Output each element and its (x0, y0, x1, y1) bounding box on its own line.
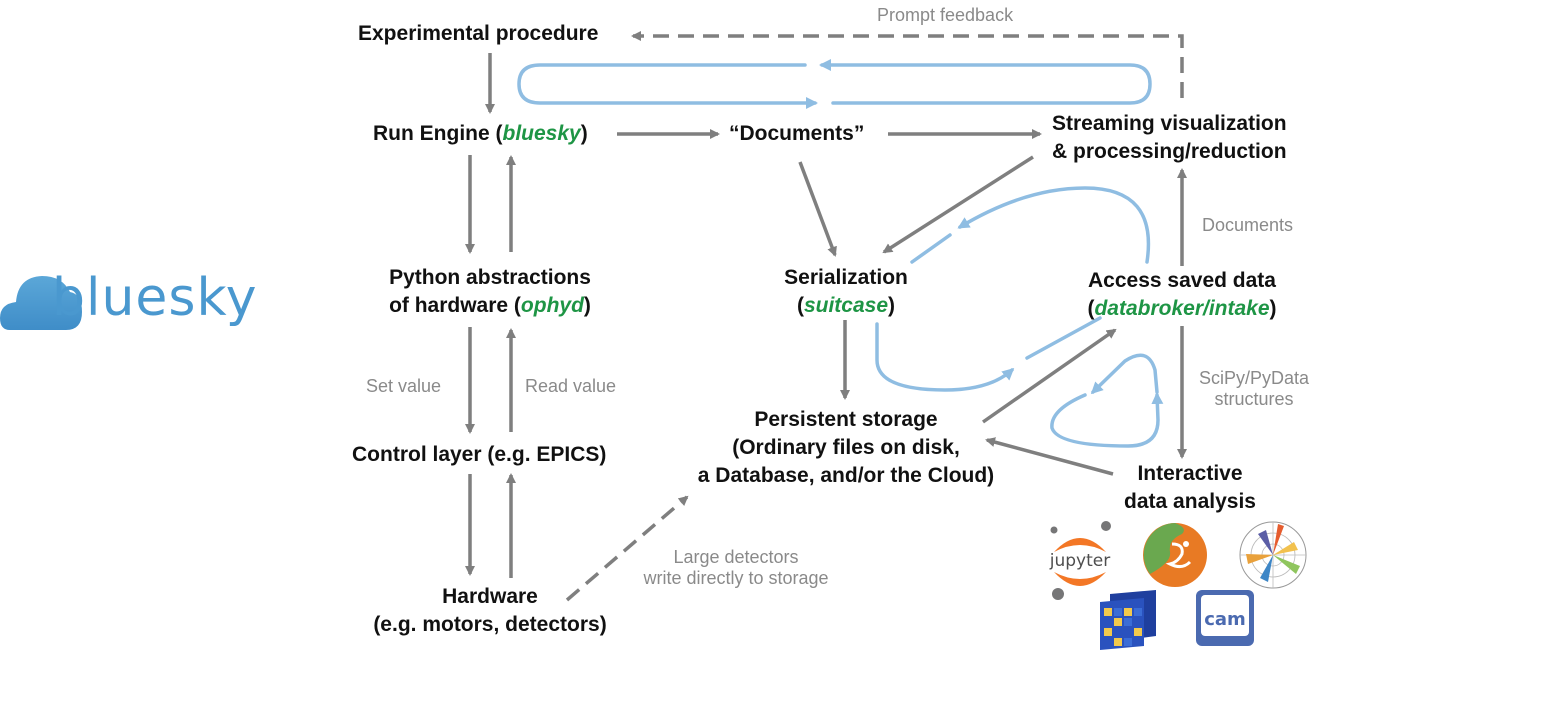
hardware-line1: Hardware (442, 585, 538, 608)
access-saved-suffix: ) (1269, 297, 1277, 320)
run-engine-suffix: ) (580, 122, 588, 145)
loop-top-upper (517, 63, 818, 109)
arrow-large-detectors (565, 495, 689, 602)
loop-access-to-serialization (957, 186, 1151, 264)
bluesky-logo-text: bluesky (52, 268, 258, 328)
package-ophyd: ophyd (520, 294, 584, 317)
node-interactive-analysis: Interactive data analysis (1110, 460, 1270, 516)
python-abstractions-prefix: of hardware ( (389, 294, 521, 317)
node-documents: “Documents” (729, 122, 865, 145)
node-experimental-procedure: Experimental procedure (358, 22, 599, 45)
svg-text:jupyter: jupyter (1049, 551, 1110, 571)
scikit-image-icon (1143, 523, 1207, 587)
arrow-interactive-to-storage (985, 437, 1114, 476)
access-saved-prefix: ( (1087, 297, 1095, 320)
node-streaming: Streaming visualization & processing/red… (1052, 110, 1287, 166)
cloud-icon (0, 276, 82, 330)
persistent-storage-line1: Persistent storage (754, 408, 938, 431)
xarray-icon (1100, 590, 1156, 650)
loop-top-lower (819, 59, 1152, 105)
scipy-line2: structures (1214, 389, 1294, 409)
svg-text:cam: cam (1204, 609, 1246, 630)
jupyter-icon: jupyter (1049, 521, 1111, 600)
serialization-prefix: ( (796, 294, 804, 317)
scipy-line1: SciPy/PyData (1198, 368, 1310, 388)
interactive-line2: data analysis (1124, 490, 1256, 513)
loop-interactive-lower (1050, 392, 1164, 448)
label-scipy: SciPy/PyData structures (1196, 368, 1312, 410)
node-hardware: Hardware (e.g. motors, detectors) (360, 583, 620, 639)
package-bluesky: bluesky (502, 122, 581, 145)
package-suitcase: suitcase (803, 294, 889, 317)
streaming-line2: & processing/reduction (1052, 140, 1287, 163)
arrow-prompt-feedback (631, 31, 1184, 98)
node-run-engine: Run Engine (bluesky) (373, 120, 588, 148)
loop-access-to-serialization-tail (910, 233, 952, 264)
node-serialization: Serialization (suitcase) (766, 264, 926, 320)
hardware-line2: (e.g. motors, detectors) (373, 613, 607, 636)
access-saved-line1: Access saved data (1088, 269, 1276, 292)
arrow-storage-to-access (981, 328, 1117, 424)
run-engine-label: Run Engine ( (373, 122, 503, 145)
arrow-streaming-to-serialization (882, 155, 1034, 254)
python-abstractions-suffix: ) (583, 294, 591, 317)
label-read-value: Read value (525, 376, 617, 396)
persistent-storage-line3: a Database, and/or the Cloud) (697, 464, 995, 487)
loop-interactive-upper (1090, 353, 1159, 395)
loop-serialization-to-access-tail (1025, 316, 1102, 360)
label-large-detectors: Large detectors write directly to storag… (624, 547, 848, 589)
large-detectors-line2: write directly to storage (643, 568, 829, 588)
label-documents: Documents (1202, 215, 1294, 235)
node-access-saved-data: Access saved data (databroker/intake) (1072, 267, 1292, 323)
node-python-abstractions: Python abstractions of hardware (ophyd) (370, 264, 610, 320)
serialization-suffix: ) (888, 294, 896, 317)
python-abstractions-line1: Python abstractions (389, 266, 591, 289)
label-prompt-feedback: Prompt feedback (877, 5, 1014, 25)
label-set-value: Set value (366, 376, 442, 396)
matplotlib-icon (1239, 521, 1307, 589)
large-detectors-line1: Large detectors (673, 547, 799, 567)
serialization-line1: Serialization (784, 266, 908, 289)
node-control-layer: Control layer (e.g. EPICS) (352, 443, 607, 466)
node-persistent-storage: Persistent storage (Ordinary files on di… (680, 406, 1012, 490)
streaming-line1: Streaming visualization (1052, 112, 1287, 135)
cam-icon: cam (1196, 590, 1254, 646)
loop-serialization-to-access (875, 322, 1015, 392)
package-databroker-intake: databroker/intake (1094, 297, 1270, 320)
interactive-line1: Interactive (1137, 462, 1243, 485)
arrow-documents-to-serialization (798, 161, 837, 257)
persistent-storage-line2: (Ordinary files on disk, (732, 436, 960, 459)
